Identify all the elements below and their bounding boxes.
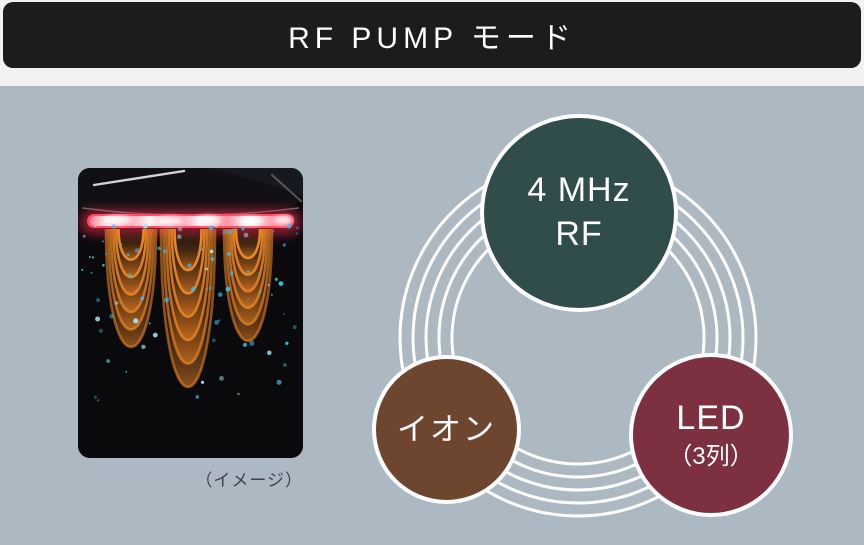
ion-label: イオン <box>397 410 496 450</box>
header-bar: RF PUMP モード <box>3 2 861 68</box>
rf-treatment-illustration <box>78 168 303 458</box>
image-caption: （イメージ） <box>78 466 303 491</box>
rf-label-line1: 4 MHz <box>527 169 630 213</box>
rf-waves-image <box>78 168 303 458</box>
led-label-line1: LED <box>676 397 745 441</box>
rf-label-line2: RF <box>555 213 602 257</box>
led-label-line2: （3列） <box>668 442 753 473</box>
feature-circle-ion: イオン <box>372 355 521 504</box>
rf-wave-arcs-graphic <box>106 229 272 387</box>
page-title: RF PUMP モード <box>288 13 576 57</box>
feature-circle-rf: 4 MHz RF <box>480 114 678 312</box>
feature-circle-led: LED （3列） <box>629 353 793 517</box>
